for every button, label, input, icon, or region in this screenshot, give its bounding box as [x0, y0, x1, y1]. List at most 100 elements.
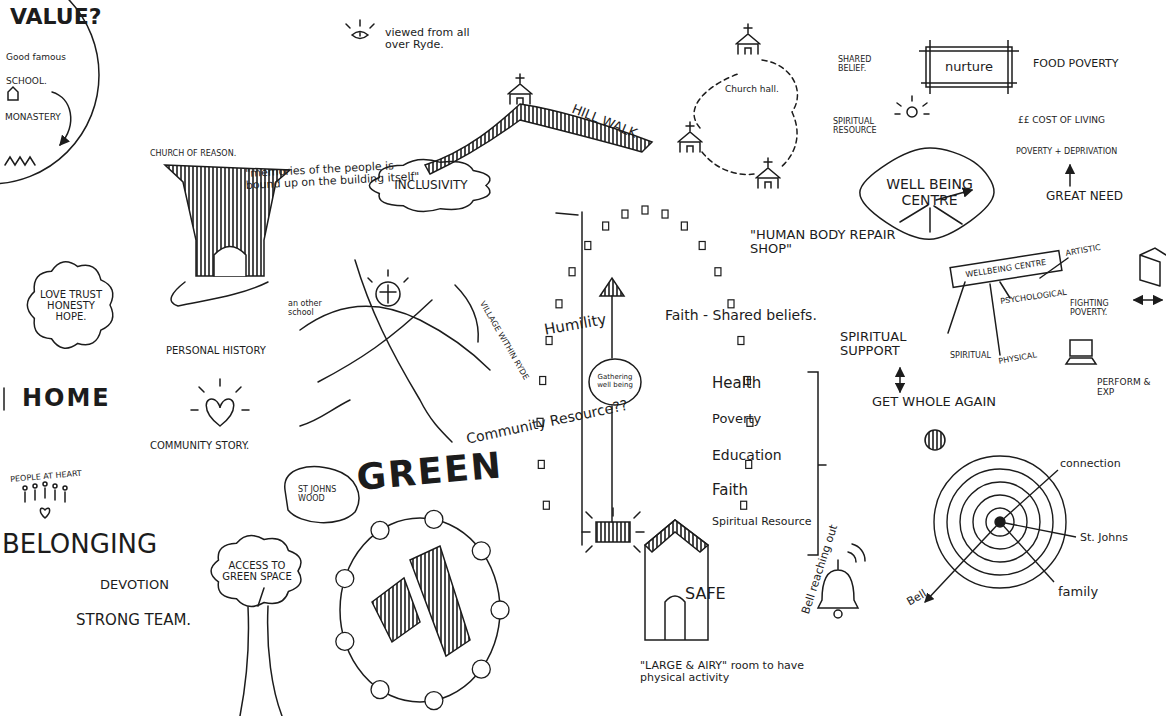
keyword-text: BELONGING: [2, 530, 157, 559]
hill-church: [508, 74, 532, 104]
church-cross: [368, 270, 408, 306]
tree-trunk: [240, 588, 282, 716]
doublerect-outline-path: [919, 40, 1019, 94]
heart-symbol: [191, 379, 249, 426]
window-mark: [585, 241, 591, 249]
tree-circle: [425, 692, 443, 710]
doublerect-node: nurture: [925, 46, 1013, 88]
window-mark: [715, 268, 721, 276]
node-title: nurture: [945, 60, 993, 74]
double-arrow: [899, 368, 901, 392]
safe-roof: [645, 520, 708, 552]
window-mark: [728, 300, 734, 308]
note-text: Education: [712, 448, 782, 463]
safe-house: [645, 520, 708, 640]
spoke-line: [1000, 470, 1058, 522]
note-text: SPIRITUAL RESOURCE: [833, 118, 895, 136]
cloud-outline-path: [27, 262, 113, 348]
note-text: PSYCHOLOGICAL: [1000, 289, 1067, 307]
cloud-outline-path: [211, 536, 301, 607]
note-text: DEVOTION: [100, 578, 169, 592]
note-text: STRONG TEAM.: [76, 612, 191, 629]
window-mark: [622, 210, 628, 218]
road-map: [300, 260, 490, 442]
note-text: Faith - Shared beliefs.: [665, 308, 817, 323]
window-mark: [741, 501, 747, 509]
cloud-node: ACCESS TO GREEN SPACE: [212, 535, 302, 607]
note-text: Faith: [712, 482, 748, 499]
tree-circle: [371, 681, 389, 699]
window-mark: [556, 300, 562, 308]
window-mark: [738, 337, 744, 345]
window-mark: [681, 222, 687, 230]
tree-circle: [472, 542, 490, 560]
note-text: Humility: [543, 311, 608, 338]
note-text: Spiritual Resource: [712, 516, 812, 528]
window-mark: [603, 222, 609, 230]
note-text: GREAT NEED: [1046, 190, 1123, 203]
tree-circle: [336, 632, 354, 650]
church-icon: [736, 24, 760, 54]
up-arrow: [1069, 165, 1071, 186]
node-title: Gathering well being: [593, 374, 637, 389]
node-note: SCHOOL.: [6, 77, 47, 87]
note-text: Community Resource??: [465, 398, 629, 447]
note-text: Bell: [905, 588, 929, 609]
note-text: Church hall.: [725, 85, 779, 95]
tree-circle: [371, 521, 389, 539]
tree-circle: [336, 570, 354, 588]
note-text: SAFE: [685, 585, 726, 603]
blob-outline-path: [860, 148, 994, 239]
keyword-text: HOME: [22, 385, 111, 411]
node-note: Good famous: [6, 53, 66, 63]
cloud-node: LOVE TRUST HONESTY HOPE.: [28, 262, 114, 348]
tree-circle: [491, 601, 509, 619]
keyword-text: GREEN: [355, 445, 504, 497]
sun-symbol: [895, 96, 929, 117]
note-text: connection: [1060, 458, 1121, 470]
note-text: ££ COST OF LIVING: [1018, 116, 1105, 126]
church-icon: [756, 158, 780, 188]
window-mark: [569, 268, 575, 276]
window-mark: [699, 241, 705, 249]
note-text: COMMUNITY STORY.: [150, 440, 249, 451]
site-circle: [340, 518, 500, 702]
note-text: viewed from all over Ryde.: [385, 27, 497, 51]
note-text: Health: [712, 375, 761, 392]
note-text: PERSONAL HISTORY: [166, 345, 266, 356]
note-text: family: [1058, 585, 1098, 599]
note-text: Bell reaching out: [800, 523, 840, 615]
node-note: MONASTERY: [5, 113, 61, 123]
wood-outline: [285, 467, 359, 523]
node-title: ACCESS TO GREEN SPACE: [217, 560, 297, 582]
node-title: WELLBEING CENTRE: [965, 258, 1047, 279]
note-text: PERFORM & EXP: [1097, 378, 1162, 398]
double-arrow: [1134, 299, 1162, 301]
note-text: FOOD POVERTY: [1033, 58, 1128, 70]
window-mark: [642, 206, 648, 214]
window-mark: [543, 501, 549, 509]
home-mark: [3, 388, 5, 410]
lamp-symbol: [600, 278, 624, 296]
rect-node: WELLBEING CENTRE: [949, 249, 1063, 288]
note-text: PHYSICAL: [998, 351, 1038, 366]
church-arch: [214, 247, 246, 277]
note-text: SHARED BELIEF.: [838, 56, 900, 74]
node-title: LOVE TRUST HONESTY HOPE.: [33, 289, 109, 322]
cube-icon: [1140, 248, 1166, 286]
people-figures: [23, 482, 67, 502]
note-text: VILLAGE WITHIN RYDE: [477, 300, 529, 382]
eye-symbol: [346, 20, 374, 39]
ellipse-outline-path: [589, 359, 641, 405]
window-mark: [540, 377, 546, 385]
hearth-box: [596, 522, 630, 542]
window-mark: [538, 460, 544, 468]
blob-node: WELL BEING CENTRE: [862, 145, 997, 240]
site-building: [410, 546, 470, 656]
connector-mark: [556, 213, 578, 215]
spoke-line: [1000, 522, 1054, 582]
note-text: Poverty: [712, 412, 761, 426]
hearth-rays: [582, 508, 644, 552]
hatched-dot: [925, 430, 945, 450]
